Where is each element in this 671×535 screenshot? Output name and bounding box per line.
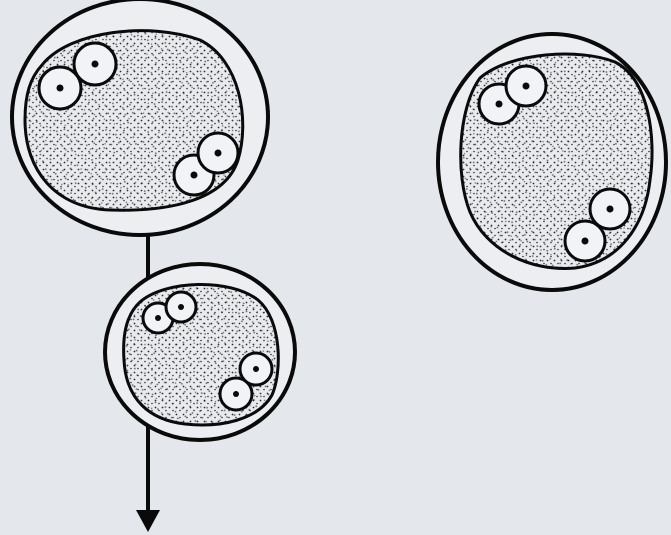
- vesicle-dot: [496, 101, 503, 108]
- vesicle-dot: [57, 85, 64, 92]
- vesicle-dot: [92, 61, 99, 68]
- vesicle-dot: [178, 304, 184, 310]
- vesicle-dot: [582, 238, 589, 245]
- vesicle-dot: [215, 150, 222, 157]
- daughter-cell: [105, 264, 295, 440]
- parent-cell: [12, 0, 268, 235]
- vesicle-dot: [233, 391, 239, 397]
- arrow-head: [136, 510, 160, 532]
- separate-cell: [438, 34, 666, 290]
- vesicle-dot: [155, 315, 161, 321]
- vesicle-dot: [191, 172, 198, 179]
- vesicle-dot: [253, 366, 259, 372]
- vesicle-dot: [607, 206, 614, 213]
- vesicle-dot: [523, 83, 530, 90]
